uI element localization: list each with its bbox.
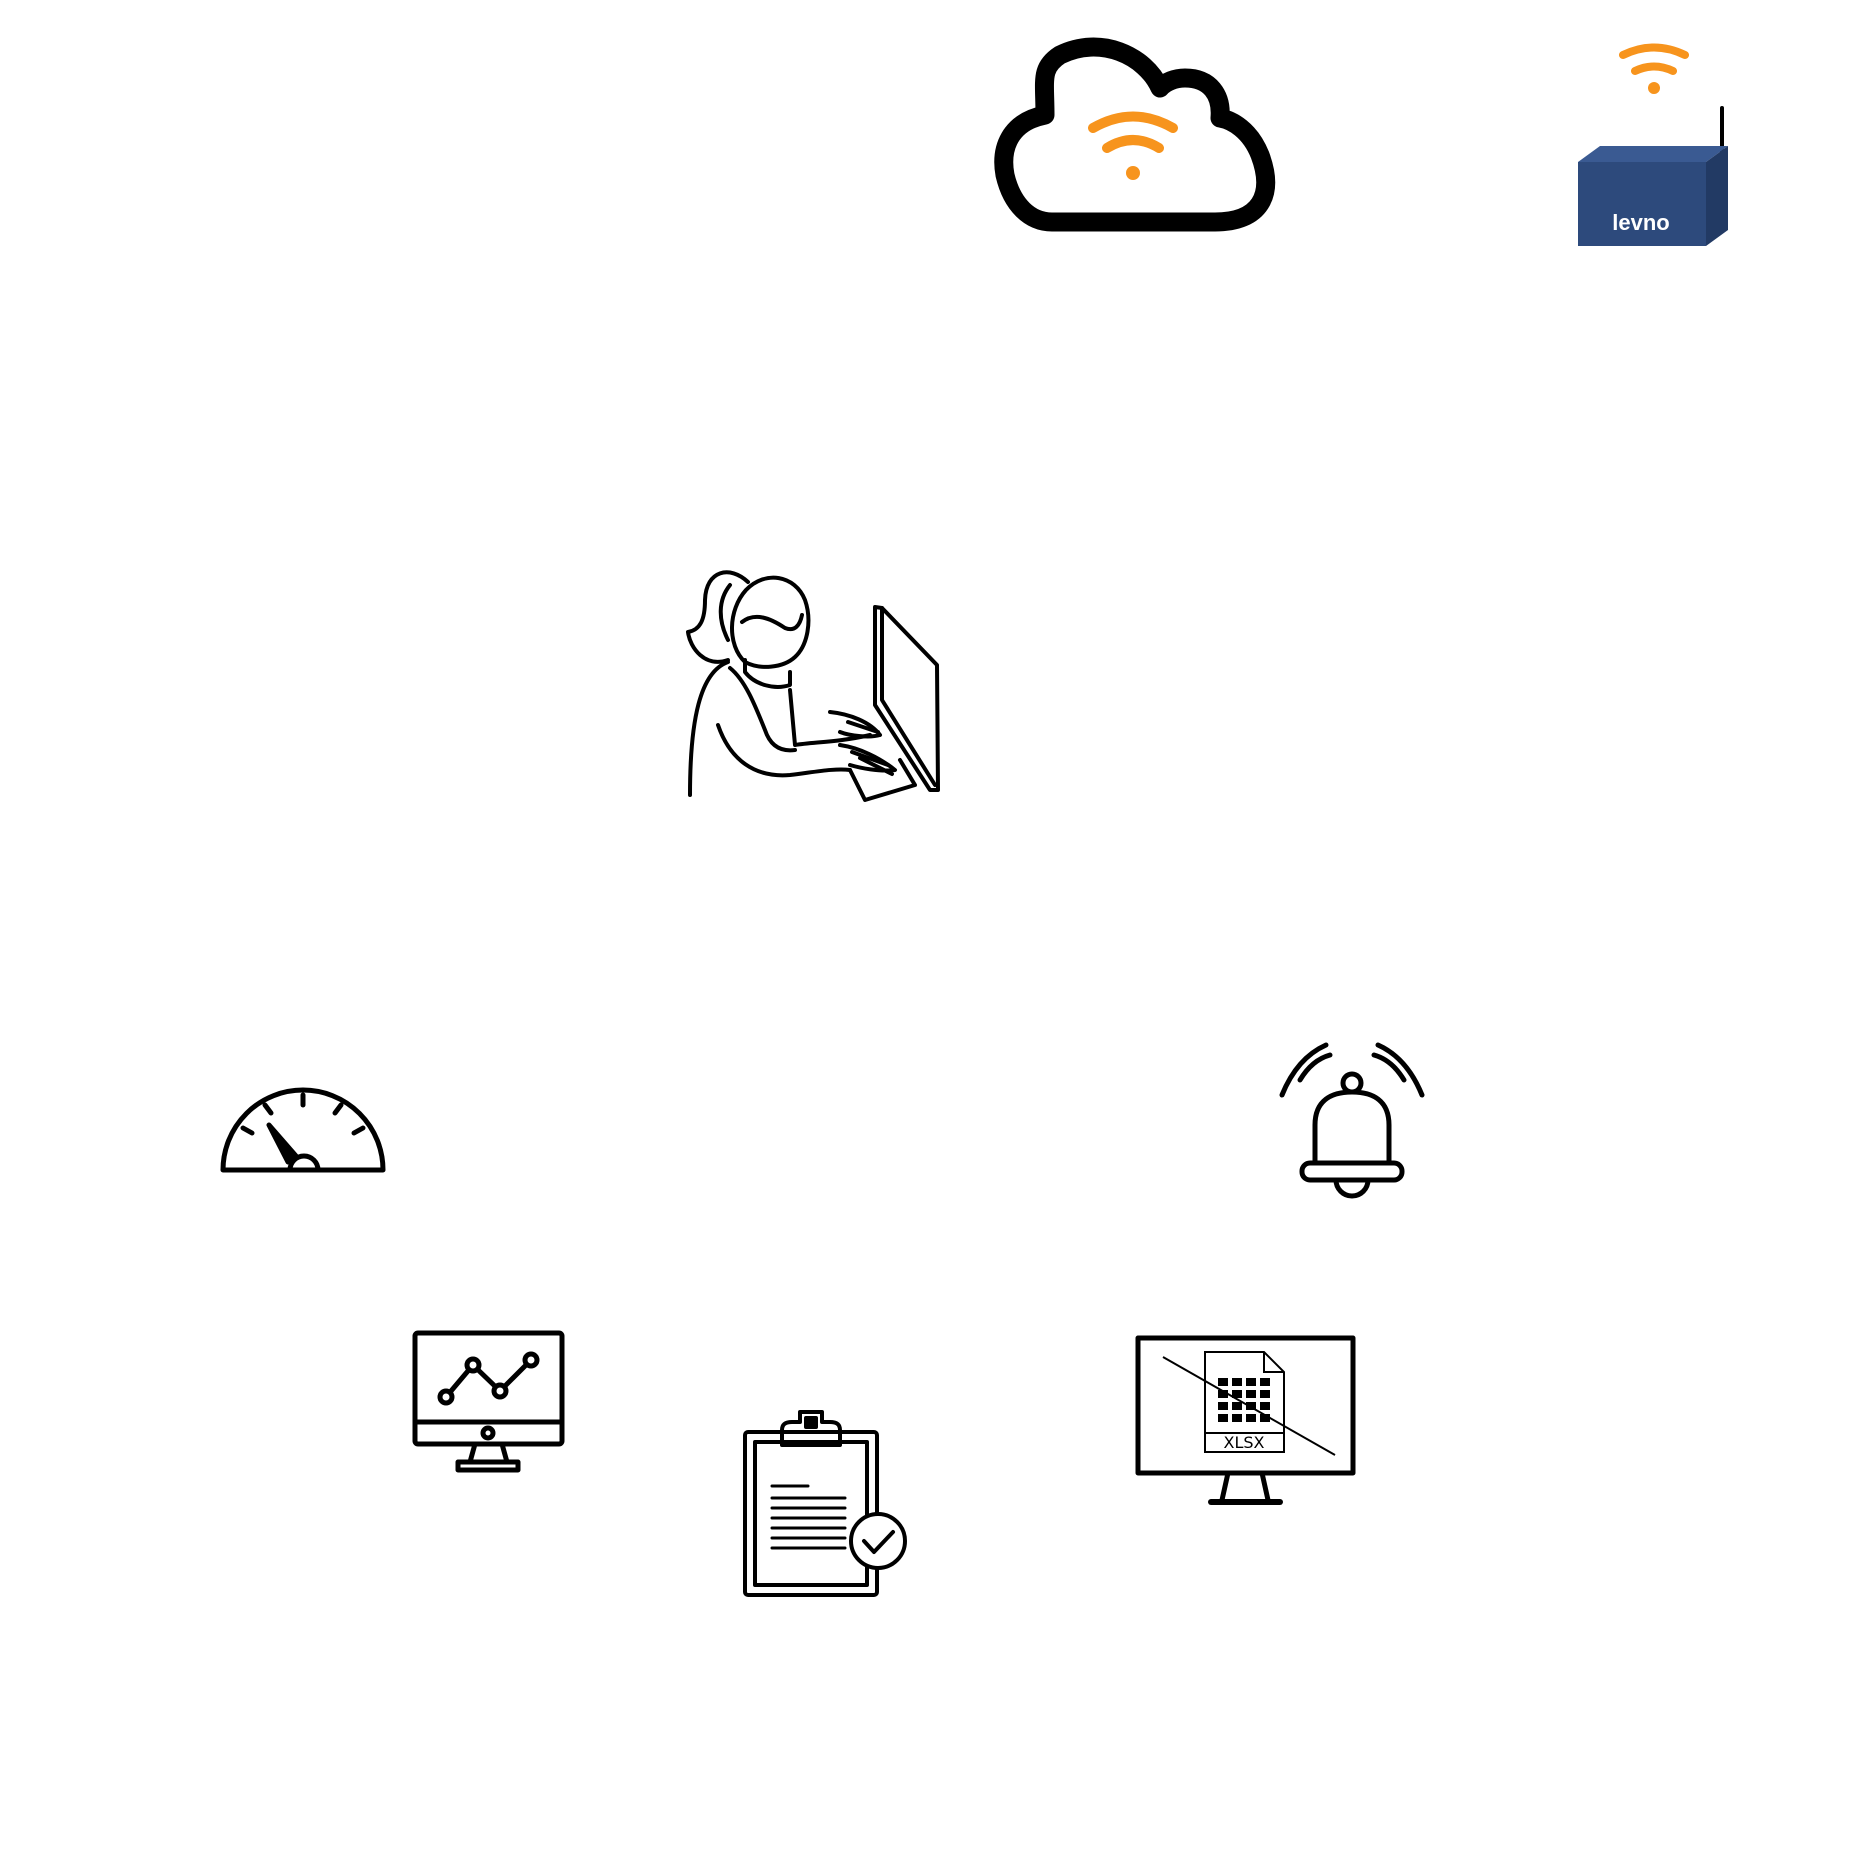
person-head [730, 575, 811, 669]
xlsx-monitor-screen [1135, 1335, 1356, 1476]
cloud-wifi-icon [994, 37, 1276, 232]
speedometer-gauge-icon [220, 1087, 386, 1173]
clipboard-check-icon [743, 1410, 907, 1597]
person-ponytail [686, 570, 750, 664]
bell-top-knob [1340, 1071, 1364, 1095]
wifi-icon [1088, 111, 1178, 153]
clipboard-text-lines [770, 1484, 847, 1550]
monitor-crossed-xlsx-icon: XLSX [1135, 1335, 1356, 1505]
chart-line [443, 1357, 534, 1400]
bell-ring-waves [1279, 1042, 1425, 1098]
bell-rim [1299, 1160, 1405, 1183]
chart-monitor-screen [412, 1330, 565, 1447]
gauge-dial [220, 1087, 386, 1173]
device-top-face [1578, 146, 1728, 162]
levno-gateway-device-icon: levno [1578, 43, 1728, 246]
device-wifi-icon [1619, 43, 1689, 75]
xlsx-monitor-stand [1219, 1470, 1271, 1503]
xlsx-file-label: XLSX [1224, 1433, 1265, 1452]
strike-through-line [1162, 1356, 1336, 1456]
alarm-bell-icon [1279, 1042, 1425, 1199]
monitor-line-chart-icon [412, 1330, 565, 1473]
device-brand-label: levno [1612, 210, 1669, 235]
gauge-needle [266, 1122, 299, 1165]
bell-body [1312, 1089, 1392, 1166]
xlsx-file-icon: XLSX [1204, 1351, 1285, 1453]
clipboard-board [743, 1430, 879, 1597]
cloud-outline [994, 37, 1276, 232]
clipboard-clip [780, 1410, 842, 1447]
check-mark-icon [862, 1530, 895, 1554]
person-body [688, 660, 730, 797]
keyboard [848, 758, 917, 802]
device-front-face [1578, 162, 1706, 246]
person-typing-at-computer-icon [686, 570, 940, 802]
chart-monitor-stand [467, 1441, 510, 1465]
device-side-face [1706, 146, 1728, 246]
check-badge [849, 1512, 907, 1570]
gauge-ticks [240, 1092, 366, 1136]
person-arm [716, 723, 852, 778]
bell-clapper [1333, 1177, 1371, 1199]
